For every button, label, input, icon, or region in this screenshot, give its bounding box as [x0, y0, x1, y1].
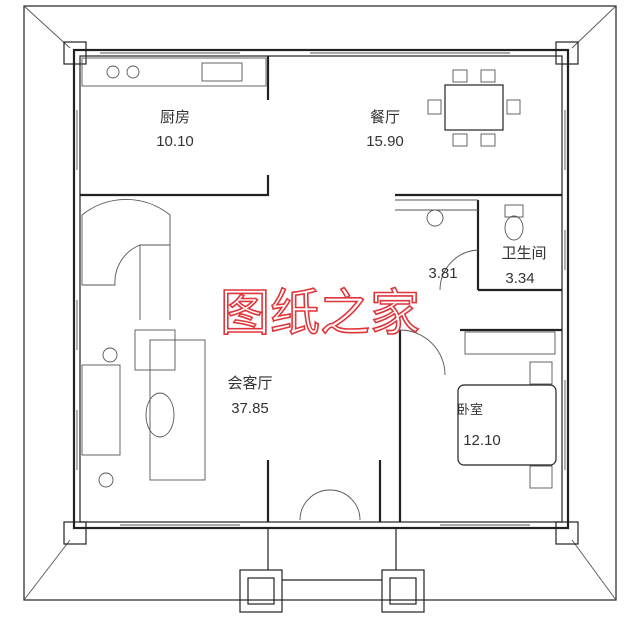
bathroom-area: 3.34 [505, 270, 534, 287]
sofa-set [81, 329, 206, 488]
dining-area: 15.90 [366, 133, 404, 150]
bedroom-furniture [457, 331, 557, 489]
doors [299, 249, 479, 521]
living-room-label: 会客厅 [227, 374, 272, 392]
dining-table [427, 69, 521, 147]
bedroom-label: 卧室 [457, 402, 483, 418]
interior-walls [80, 56, 562, 522]
living-room-area: 37.85 [231, 400, 269, 417]
staircase [81, 198, 171, 320]
porch [239, 528, 425, 613]
roof-outline [23, 5, 617, 601]
bedroom-area: 12.10 [463, 432, 501, 449]
hall-area: 3.81 [428, 265, 457, 282]
bathroom-label: 卫生间 [501, 244, 546, 262]
bathroom-fixtures [426, 204, 524, 241]
kitchen-counter [81, 57, 267, 87]
dining-label: 餐厅 [370, 108, 400, 126]
kitchen-label: 厨房 [160, 108, 190, 126]
watermark: 图纸之家 [220, 284, 420, 342]
kitchen-area: 10.10 [156, 133, 194, 150]
